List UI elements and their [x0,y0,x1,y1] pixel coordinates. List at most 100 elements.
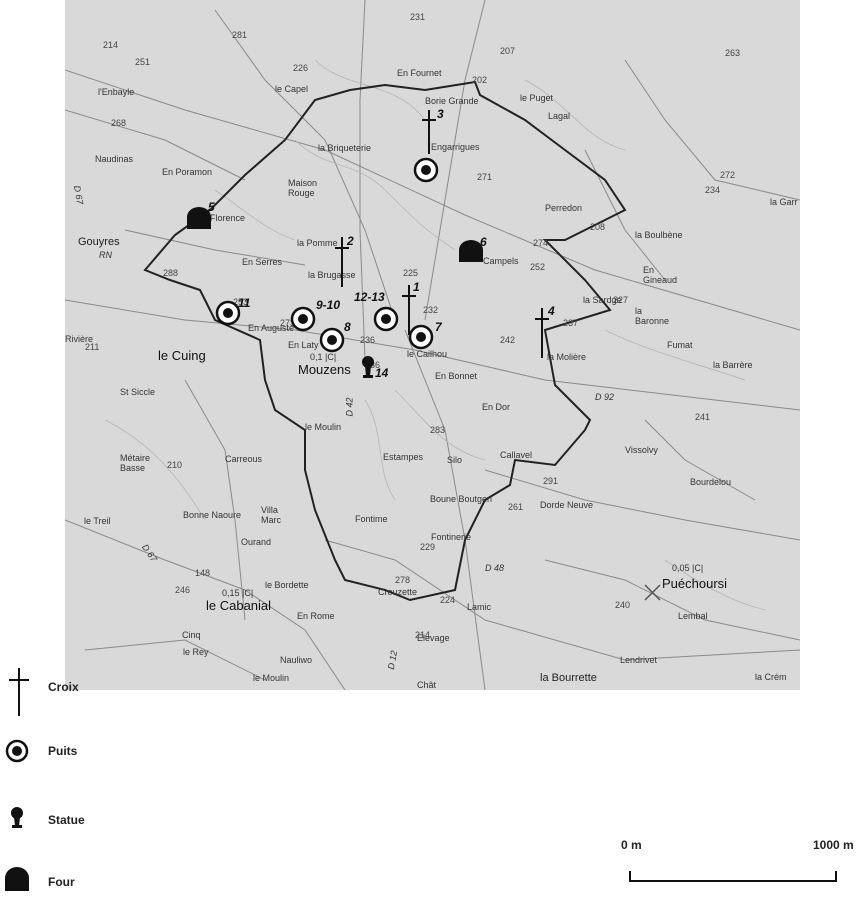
road-label: D 48 [485,563,505,573]
four-icon [5,867,29,891]
spot-height: 271 [477,172,493,182]
place-label: Borie Grande [425,96,479,106]
spot-height: 208 [590,222,606,232]
map-annotation: 0,1 |C| [310,352,337,362]
place-label: la Brugasse [308,270,356,280]
spot-height: 210 [167,460,183,470]
legend-label: Four [48,875,75,889]
marker-number: 9-10 [316,298,341,312]
place-label: Vissolvy [625,445,658,455]
place-label: le Rey [183,647,209,657]
spot-height: 242 [500,335,516,345]
spot-height: 291 [543,476,559,486]
place-label: Elevage [417,633,450,643]
spot-height: 148 [195,568,211,578]
place-label: la Boulbène [635,230,683,240]
legend-label: Statue [48,813,85,827]
place-label: la Bourrette [540,672,597,684]
spot-height: 225 [403,268,419,278]
place-label: Lendrivet [620,655,658,665]
statue-icon [11,807,23,828]
place-label: Carreous [225,454,263,464]
marker-number: 2 [347,234,354,248]
map-legend: Croix Puits Statue Four [0,660,200,892]
spot-height: 202 [472,75,488,85]
marker-number: 4 [548,304,555,318]
place-label: la Garr [770,197,798,207]
spot-height: 227 [613,295,629,305]
scale-bar: 0 m 1000 m [615,835,863,892]
place-label: Crouzette [378,587,418,597]
spot-height: 241 [695,412,711,422]
place-label: Rivière [65,334,94,344]
marker-number: 14 [375,366,389,380]
legend-item-croix: Croix [0,668,200,716]
puits-marker-11 [215,300,241,326]
puits-marker-7 [408,324,434,350]
place-label: Métaire Basse [120,453,151,473]
four-marker-6 [459,240,483,262]
croix-icon [9,668,29,716]
croix-marker-3 [422,110,436,154]
marker-number: 12-13 [354,290,385,304]
place-label: Nauliwo [280,655,313,665]
place-label: la Pomme [297,238,338,248]
spot-height: 207 [500,46,516,56]
marker-number: 7 [435,320,442,334]
place-label: le Moulin [305,422,342,432]
spot-height: 268 [111,118,127,128]
place-label: la Briqueterie [318,143,372,153]
place-label: le Bordette [265,580,309,590]
spot-height: 273 [280,318,296,328]
topographic-map: l'Enbayle le Capel En Fournet Borie Gran… [65,0,800,690]
place-label: En Poramon [162,167,213,177]
place-label: Lamic [467,602,492,612]
legend-label: Croix [48,680,79,694]
road-label: D 42 [344,397,355,417]
spot-height: 246 [175,585,191,595]
place-label: Dorde Neuve [540,500,594,510]
spot-height: 229 [420,542,436,552]
spot-height: 214 [103,40,119,50]
spot-height: 261 [508,502,524,512]
croix-marker-4 [535,308,549,358]
place-label: Boune Boutgen [430,494,493,504]
place-label: Naudinas [95,154,134,164]
spot-height: 231 [410,12,426,22]
spot-height: 234 [705,185,721,195]
puits-icon [5,739,29,763]
place-label: En Bonnet [435,371,478,381]
place-label: Engarrigues [431,142,480,152]
spot-height: 263 [725,48,741,58]
place-label: Fontinerie [431,532,472,542]
place-label: Bourdelou [690,477,732,487]
legend-item-four: Four [0,867,200,907]
place-label: le Cailhou [407,349,448,359]
marker-number: 8 [344,320,351,334]
spot-height: 214 [415,630,431,640]
croix-marker-1 [402,285,416,335]
map-background-lines [65,0,800,690]
spot-height: 288 [163,268,179,278]
spot-height: 240 [615,600,631,610]
legend-item-statue: Statue [0,807,200,847]
spot-height: 281 [232,30,248,40]
commune-boundary [143,80,627,602]
spot-height: 253 [233,297,249,307]
place-label: le Capel [275,84,309,94]
place-label: le Puget [520,93,554,103]
place-label: Cinq [182,630,201,640]
place-label: St Siccle [120,387,156,397]
place-label: Puéchoursi [662,576,728,591]
spot-height: 237 [563,318,579,328]
spot-height: 252 [530,262,546,272]
place-label: Ourand [241,537,272,547]
spot-height: 274 [533,238,549,248]
place-label: l'Enbayle [98,87,135,97]
legend-label: Puits [48,744,78,758]
place-label: En Rome [297,611,335,621]
legend-item-puits: Puits [0,738,200,778]
spot-height: 272 [720,170,736,180]
marker-number: 11 [238,296,251,310]
place-label: En Dor [482,402,511,412]
